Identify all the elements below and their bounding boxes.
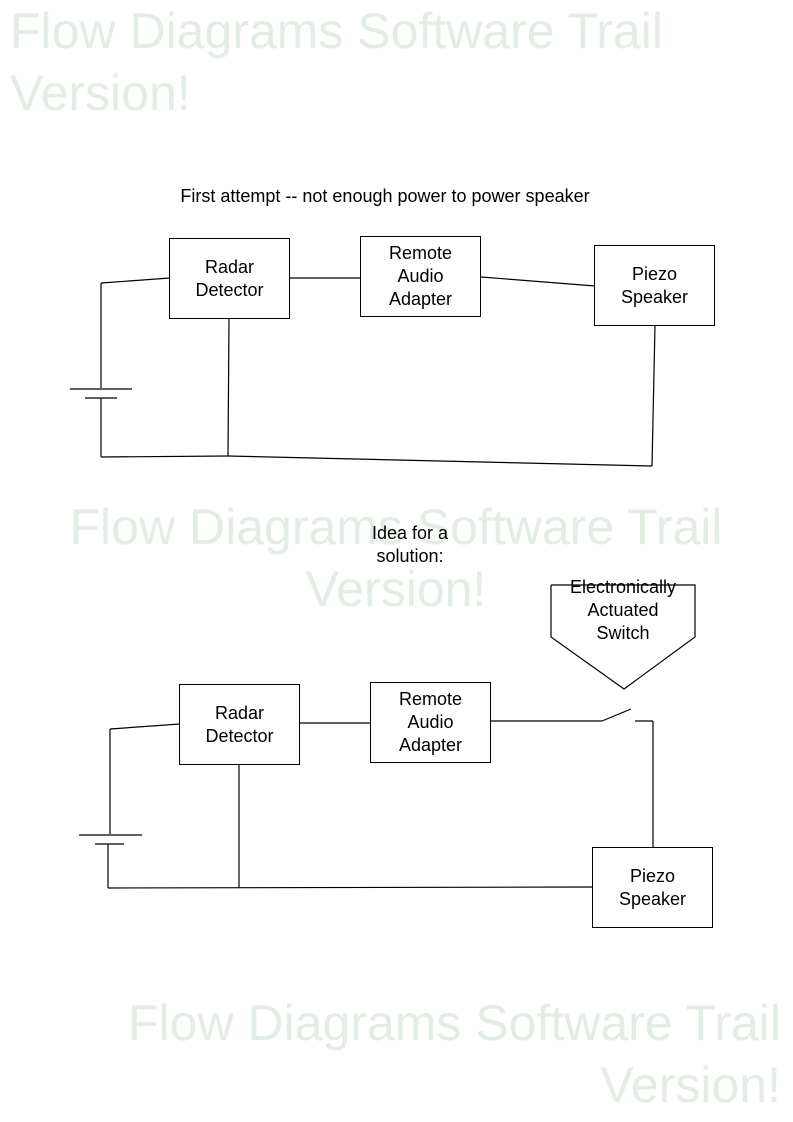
piezo-speaker-label: Piezo Speaker — [620, 263, 689, 307]
switch-blade — [601, 708, 632, 722]
diagram2-title: Idea for a solution: — [330, 522, 490, 568]
wire-speaker-down — [651, 324, 656, 467]
watermark-line2: Version! — [600, 1057, 781, 1113]
piezo-speaker-label: Piezo Speaker — [618, 865, 687, 909]
diagram2-title-text: Idea for a solution: — [371, 523, 449, 566]
wire-adapter-to-speaker — [480, 276, 596, 287]
wire-ground — [107, 886, 594, 889]
radar-detector-label: Radar Detector — [205, 702, 274, 746]
wire-battery-to-radar — [100, 277, 171, 284]
remote-audio-adapter-label: Remote Audio Adapter — [388, 243, 453, 309]
diagram1-title: First attempt -- not enough power to pow… — [180, 186, 590, 206]
remote-audio-adapter-label: Remote Audio Adapter — [398, 689, 463, 755]
watermark-line2: Version! — [10, 65, 191, 121]
piezo-speaker-box: Piezo Speaker — [592, 847, 713, 928]
wire-ground-left — [100, 455, 229, 458]
wire-radar-down — [227, 318, 230, 457]
wire-ground-right — [227, 455, 653, 467]
radar-detector-label: Radar Detector — [195, 256, 264, 300]
wire-battery-to-radar — [109, 723, 181, 730]
switch-label-text: Electronically Actuated Switch — [569, 577, 677, 643]
watermark-line1: Flow Diagrams Software Trail — [128, 995, 781, 1051]
watermark-line2: Version! — [305, 561, 487, 617]
piezo-speaker-box: Piezo Speaker — [594, 245, 715, 326]
watermark-line1: Flow Diagrams Software Trail — [69, 499, 723, 555]
remote-audio-adapter-box: Remote Audio Adapter — [360, 236, 481, 317]
watermark-top: Flow Diagrams Software Trail Version! — [10, 0, 663, 124]
radar-detector-box: Radar Detector — [169, 238, 290, 319]
remote-audio-adapter-box: Remote Audio Adapter — [370, 682, 491, 763]
switch-label: Electronically Actuated Switch — [548, 576, 698, 645]
watermark-middle: Flow Diagrams Software Trail Version! — [40, 496, 752, 620]
watermark-line1: Flow Diagrams Software Trail — [10, 3, 663, 59]
watermark-bottom: Flow Diagrams Software Trail Version! — [128, 992, 781, 1116]
radar-detector-box: Radar Detector — [179, 684, 300, 765]
switch-label-shape — [550, 584, 696, 690]
